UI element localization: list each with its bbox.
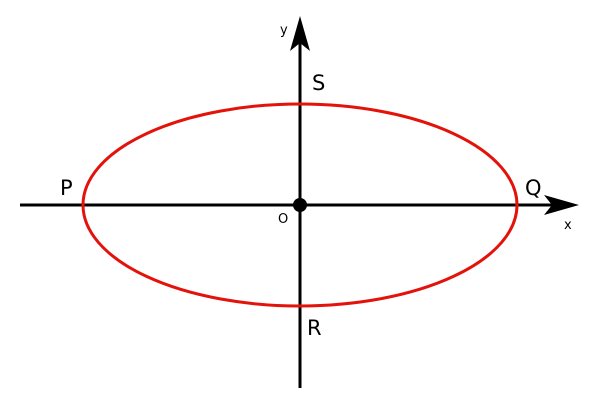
origin-point <box>293 198 307 212</box>
ellipse-curve <box>81 102 519 308</box>
point-label-r: R <box>307 316 322 340</box>
point-label-q: Q <box>525 176 542 200</box>
y-axis-label: y <box>280 23 288 38</box>
y-axis-arrowhead <box>290 16 310 51</box>
origin-label: O <box>278 212 288 227</box>
point-label-p: P <box>60 176 73 200</box>
point-label-s: S <box>312 71 325 95</box>
x-axis-arrowhead <box>544 195 579 215</box>
x-axis-label: x <box>564 218 572 233</box>
